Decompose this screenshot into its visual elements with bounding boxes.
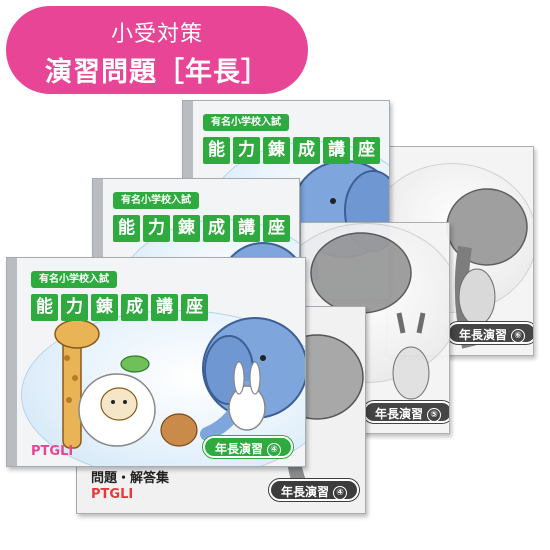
answer-booklet-number: ④ bbox=[333, 486, 348, 500]
logo-text: PTGLI bbox=[91, 487, 134, 502]
title-char: 成 bbox=[203, 215, 230, 242]
book-top-title: 能 力 錬 成 講 座 bbox=[203, 137, 380, 164]
book-middle-title: 能 力 錬 成 講 座 bbox=[113, 215, 290, 242]
title-char: 錬 bbox=[173, 215, 200, 242]
answer-booklet-grade-label: 年長演習 bbox=[281, 485, 330, 499]
book-front-title: 能 力 錬 成 講 座 bbox=[31, 294, 208, 321]
title-char: 成 bbox=[293, 137, 320, 164]
title-char: 講 bbox=[233, 215, 260, 242]
title-char: 講 bbox=[151, 294, 178, 321]
headline-badge: 小受対策 演習問題［年長］ bbox=[6, 6, 308, 94]
book-5-number: ⑤ bbox=[427, 408, 442, 422]
title-char: 講 bbox=[323, 137, 350, 164]
headline-line2: 演習問題［年長］ bbox=[45, 57, 269, 88]
headline-line1: 小受対策 bbox=[110, 22, 203, 47]
book-top-tagline: 有名小学校入試 bbox=[203, 114, 289, 131]
title-char: 力 bbox=[233, 137, 260, 164]
title-char: 座 bbox=[181, 294, 208, 321]
book-5-illustration bbox=[310, 232, 430, 400]
title-char: 座 bbox=[263, 215, 290, 242]
title-char: 能 bbox=[31, 294, 58, 321]
title-char: 錬 bbox=[263, 137, 290, 164]
book-5-grade-label: 年長演習 bbox=[375, 407, 424, 421]
book-front-number: ④ bbox=[267, 443, 282, 457]
book-front-animals bbox=[54, 317, 305, 449]
logo-text: PTGLI bbox=[31, 444, 74, 459]
title-char: 力 bbox=[61, 294, 88, 321]
title-char: 錬 bbox=[91, 294, 118, 321]
answer-booklet-label: 問題・解答集 bbox=[91, 471, 170, 486]
book-6-grade-label: 年長演習 bbox=[459, 328, 508, 342]
title-char: 力 bbox=[143, 215, 170, 242]
book-middle-tagline: 有名小学校入試 bbox=[113, 192, 199, 209]
title-char: 成 bbox=[121, 294, 148, 321]
book-6-number: ⑥ bbox=[511, 329, 526, 343]
title-char: 能 bbox=[113, 215, 140, 242]
book-front-logo: PTGLI bbox=[31, 444, 73, 459]
answer-booklet-logo: PTGLI bbox=[91, 487, 133, 502]
title-char: 座 bbox=[353, 137, 380, 164]
title-char: 能 bbox=[203, 137, 230, 164]
book-front-tagline: 有名小学校入試 bbox=[31, 271, 117, 288]
book-front-grade-label: 年長演習 bbox=[215, 442, 264, 456]
